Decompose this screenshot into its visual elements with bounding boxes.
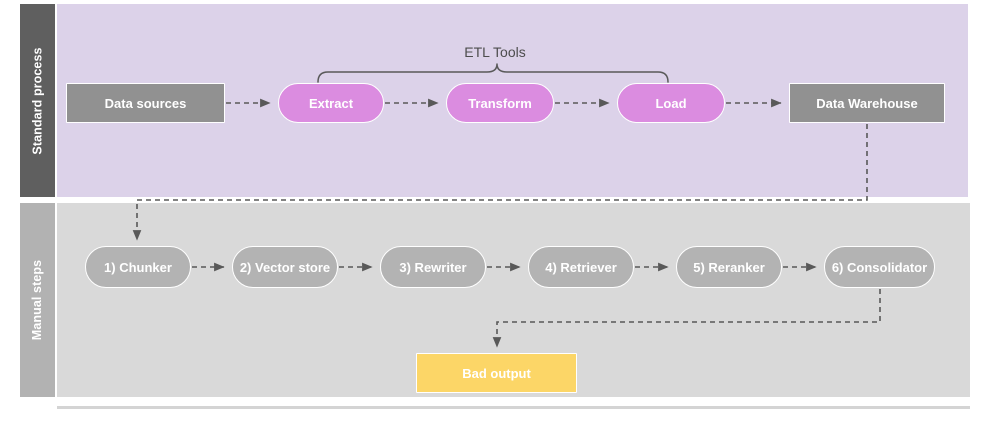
etl-tools-annotation-label: ETL Tools <box>464 44 526 60</box>
node-transform[interactable]: Transform <box>446 83 554 123</box>
node-bad-output[interactable]: Bad output <box>416 353 577 393</box>
node-chunker[interactable]: 1) Chunker <box>85 246 191 288</box>
node-data-sources[interactable]: Data sources <box>66 83 225 123</box>
node-rewriter[interactable]: 3) Rewriter <box>380 246 486 288</box>
node-consolidator[interactable]: 6) Consolidator <box>824 246 935 288</box>
node-load[interactable]: Load <box>617 83 725 123</box>
bottom-divider <box>57 406 970 409</box>
node-vector-store[interactable]: 2) Vector store <box>232 246 338 288</box>
lane-manual-steps-label: Manual steps <box>20 203 55 397</box>
node-retriever[interactable]: 4) Retriever <box>528 246 634 288</box>
edge-data-warehouse-to-chunker <box>132 124 868 241</box>
node-extract[interactable]: Extract <box>278 83 384 123</box>
lane-standard-process-label: Standard process <box>20 4 55 197</box>
node-reranker[interactable]: 5) Reranker <box>676 246 782 288</box>
edge-consolidator-to-bad-output <box>492 289 881 348</box>
etl-tools-brace <box>317 63 669 83</box>
node-data-warehouse[interactable]: Data Warehouse <box>789 83 945 123</box>
